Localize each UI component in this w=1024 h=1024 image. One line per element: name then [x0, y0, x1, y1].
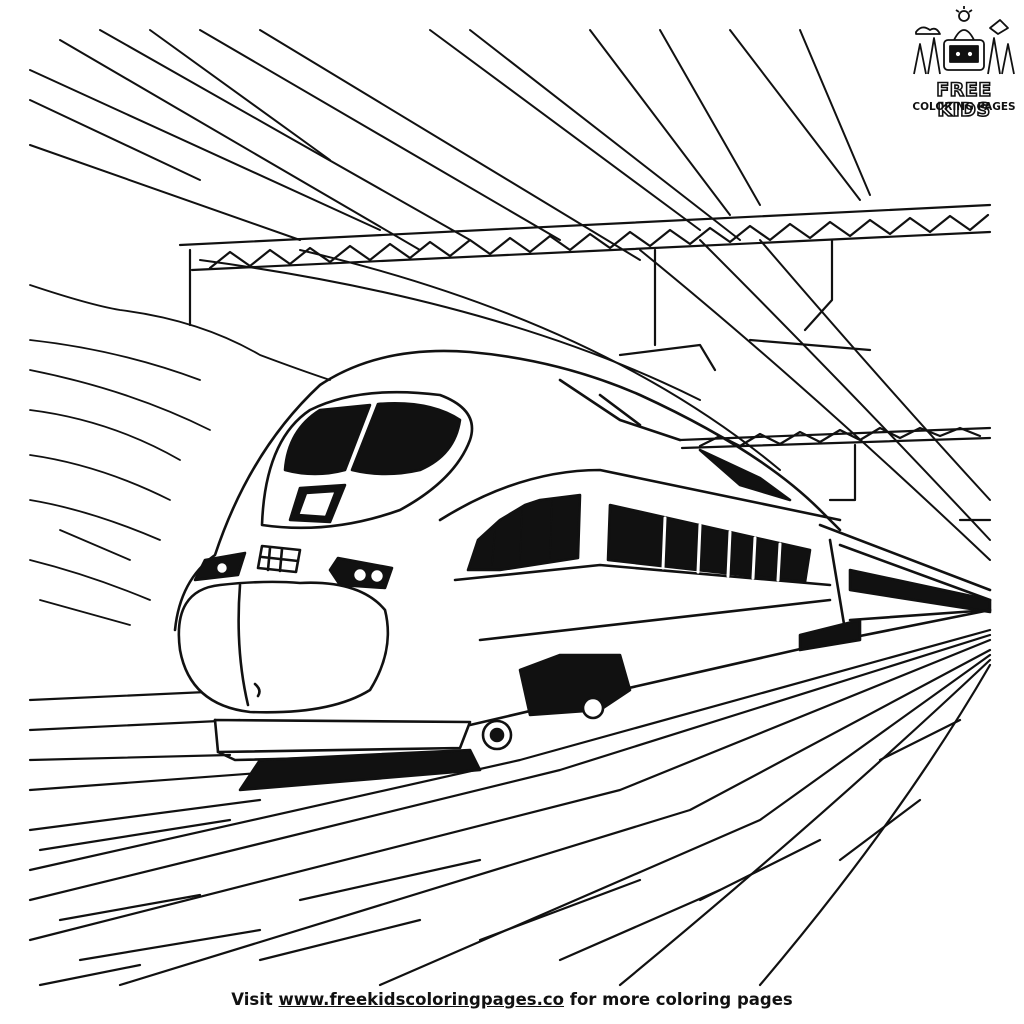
footer-prefix: Visit [231, 990, 273, 1009]
logo-title: FREE KIDS [935, 79, 992, 121]
catenary-gantry [178, 203, 992, 522]
high-speed-train [173, 349, 992, 792]
crayons-robot-icon [913, 6, 1015, 75]
hills [29, 284, 331, 626]
sky-speed-lines [29, 29, 991, 561]
site-logo: FREE KIDS COLORING PAGES [908, 4, 1020, 128]
footer-credit: Visit www.freekidscoloringpages.co for m… [0, 990, 1024, 1009]
logo-subtitle: COLORING PAGES [912, 101, 1016, 113]
footer-url-link[interactable]: www.freekidscoloringpages.co [278, 990, 565, 1009]
footer-suffix: for more coloring pages [569, 990, 793, 1009]
railway-tracks [28, 628, 992, 987]
